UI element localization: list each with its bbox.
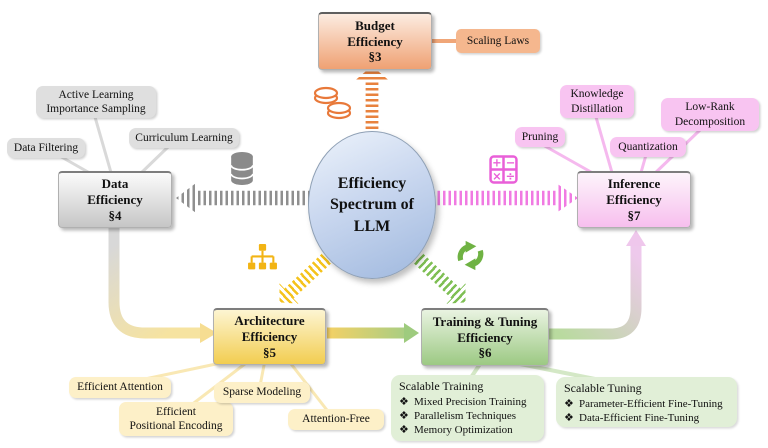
- satellite-pruning: Pruning: [515, 127, 565, 147]
- list-item: ❖ Memory Optimization: [399, 424, 513, 437]
- svg-text:×: ×: [492, 169, 502, 183]
- diamond-bullet-icon: ❖: [564, 411, 574, 424]
- detail-title: Scalable Training: [399, 379, 484, 393]
- coins-icon: [313, 86, 352, 120]
- calculator-icon: + − × ÷: [489, 155, 518, 184]
- detail-scalable-tuning: Scalable Tuning ❖ Parameter-Efficient Fi…: [556, 377, 737, 427]
- flow-arrowhead-training: [404, 323, 419, 343]
- diamond-bullet-icon: ❖: [399, 409, 409, 422]
- list-item: ❖ Parallelism Techniques: [399, 409, 516, 422]
- svg-text:÷: ÷: [506, 169, 516, 183]
- satellite-quantization: Quantization: [610, 137, 686, 157]
- diamond-bullet-icon: ❖: [399, 395, 409, 408]
- flow-arrowhead-inference: [626, 230, 646, 246]
- satellite-low-rank-decomposition: Low-Rank Decomposition: [661, 98, 759, 131]
- flow-data-to-architecture: [108, 224, 202, 339]
- list-item: ❖ Parameter-Efficient Fine-Tuning: [564, 397, 723, 410]
- flow-training-to-inference: [549, 244, 642, 340]
- satellite-active-learning-importance-sampling: Active Learning Importance Sampling: [36, 86, 156, 118]
- node-budget-efficiency: Budget Efficiency §3: [318, 12, 432, 70]
- list-item: ❖ Data-Efficient Fine-Tuning: [564, 411, 700, 424]
- node-architecture-efficiency: Architecture Efficiency §5: [213, 308, 326, 365]
- node-data-efficiency: Data Efficiency §4: [58, 171, 172, 228]
- detail-scalable-training: Scalable Training ❖ Mixed Precision Trai…: [391, 375, 544, 441]
- satellite-curriculum-learning: Curriculum Learning: [129, 128, 239, 148]
- diamond-bullet-icon: ❖: [399, 424, 409, 437]
- satellite-efficient-positional-encoding: Efficient Positional Encoding: [119, 402, 233, 436]
- satellite-scaling-laws: Scaling Laws: [456, 29, 540, 53]
- satellite-data-filtering: Data Filtering: [7, 138, 85, 158]
- center-node-efficiency-spectrum: Efficiency Spectrum of LLM: [308, 131, 436, 279]
- flow-arrowhead-architecture: [200, 323, 217, 343]
- satellite-attention-free: Attention-Free: [288, 409, 384, 430]
- node-training-tuning-efficiency: Training & Tuning Efficiency §6: [421, 308, 549, 366]
- satellite-efficient-attention: Efficient Attention: [69, 377, 171, 398]
- database-icon: [230, 152, 254, 185]
- diamond-bullet-icon: ❖: [564, 397, 574, 410]
- node-inference-efficiency: Inference Efficiency §7: [577, 171, 691, 228]
- org-chart-icon: [248, 244, 277, 270]
- detail-title: Scalable Tuning: [564, 381, 642, 395]
- refresh-cycle-icon: [457, 240, 484, 271]
- satellite-sparse-modeling: Sparse Modeling: [214, 382, 310, 403]
- svg-text:+: +: [492, 156, 502, 170]
- satellite-knowledge-distillation: Knowledge Distillation: [560, 85, 634, 118]
- svg-text:−: −: [506, 156, 516, 170]
- list-item: ❖ Mixed Precision Training: [399, 395, 527, 408]
